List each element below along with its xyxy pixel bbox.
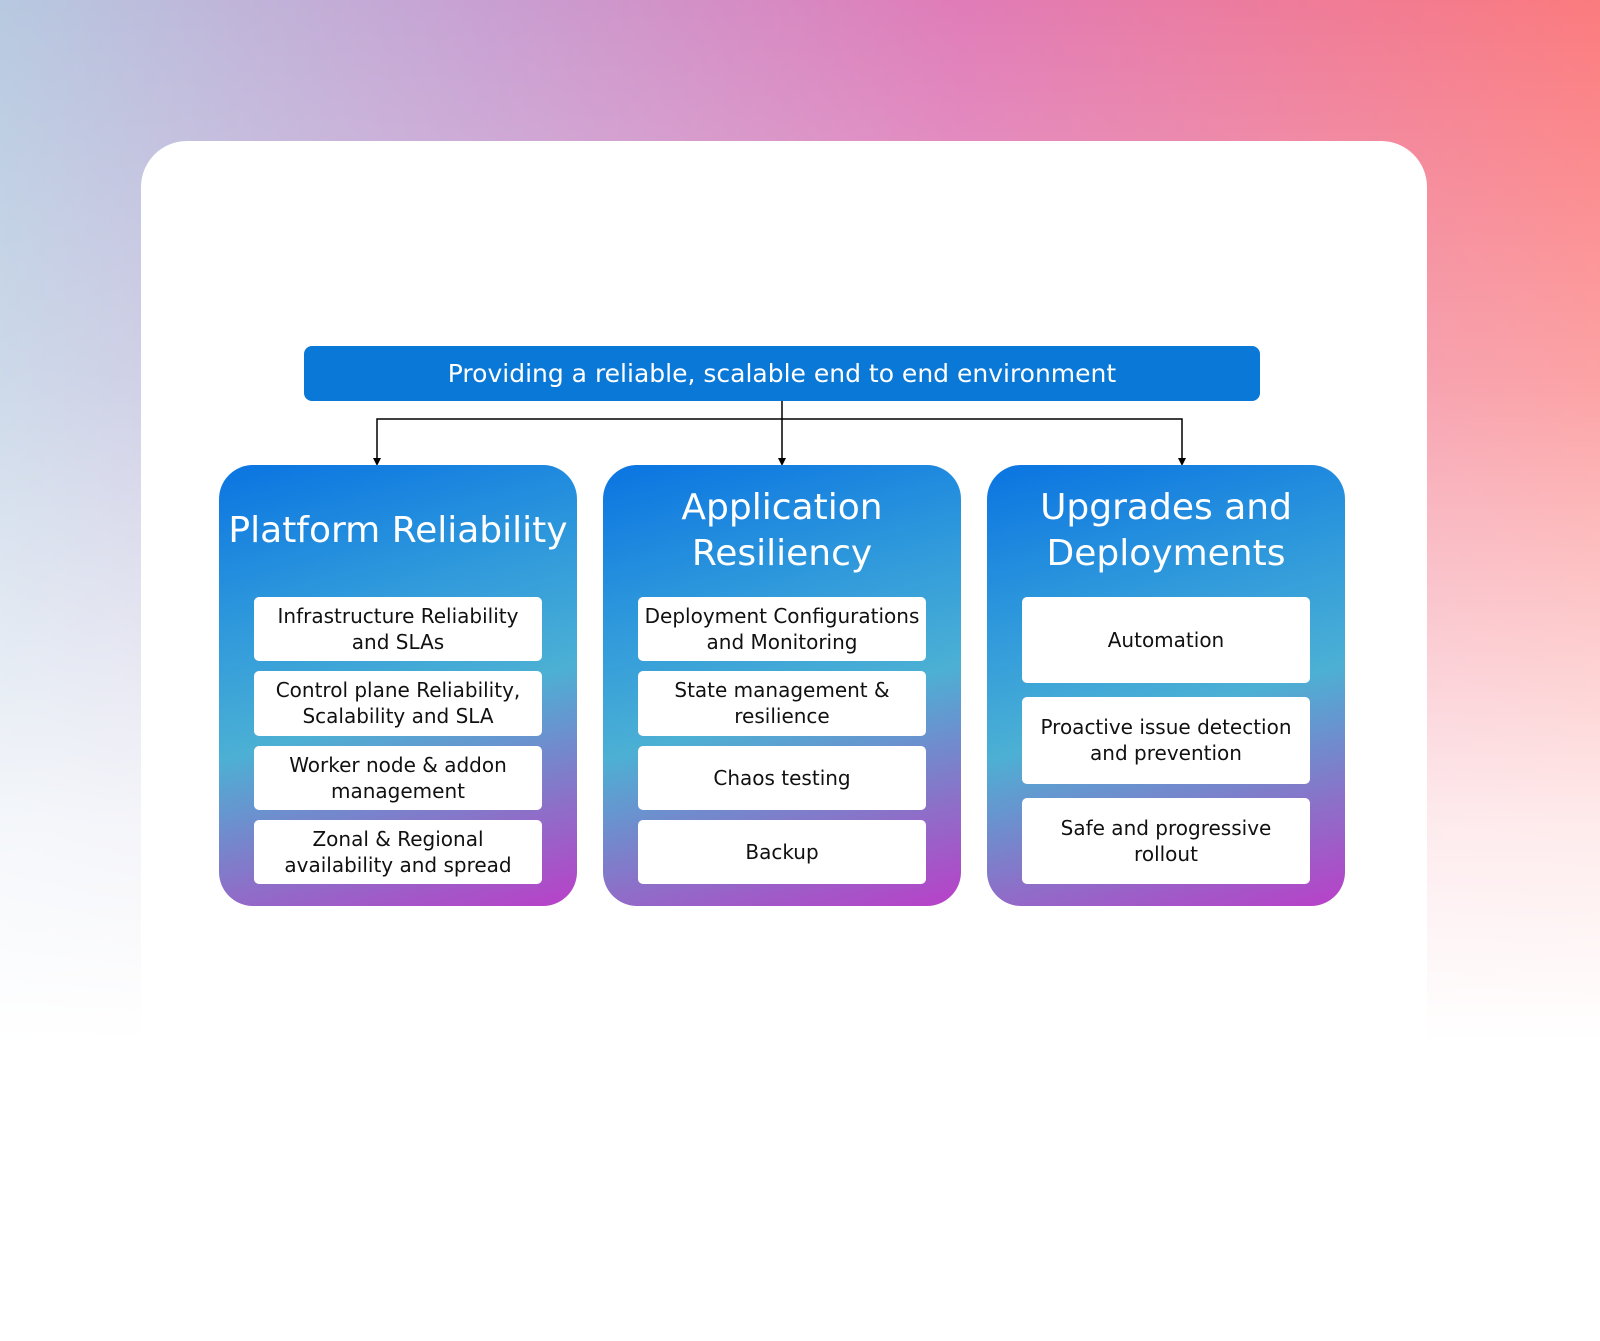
column-title: Platform Reliability [228,510,568,551]
arrow-icon [1178,458,1186,466]
list-item: Worker node & addon management [254,745,542,810]
list-item: Chaos testing [638,745,926,810]
list-item: Safe and progressive rollout [1022,797,1310,884]
column-title: Upgrades and Deployments [1040,487,1292,574]
list-item: Control plane Reliability, Scalability a… [254,671,542,736]
root-node: Providing a reliable, scalable end to en… [304,346,1260,401]
list-item: Automation [1022,597,1310,684]
connector-branch [376,418,1183,460]
list-item: State management & resilience [638,671,926,736]
arrow-icon [373,458,381,466]
list-item: Backup [638,819,926,884]
list-item: Deployment Configurations and Monitoring [638,597,926,662]
list-item: Infrastructure Reliability and SLAs [254,597,542,662]
column-title: Application Resiliency [681,487,883,574]
column-application-resiliency: Application Resiliency Deployment Config… [603,465,961,906]
arrow-icon [778,458,786,466]
list-item: Proactive issue detection and prevention [1022,697,1310,784]
connectors [373,401,1186,466]
column-upgrades-deployments: Upgrades and Deployments Automation Proa… [987,465,1345,906]
list-item: Zonal & Regional availability and spread [254,819,542,884]
column-platform-reliability: Platform Reliability Infrastructure Reli… [219,465,577,906]
